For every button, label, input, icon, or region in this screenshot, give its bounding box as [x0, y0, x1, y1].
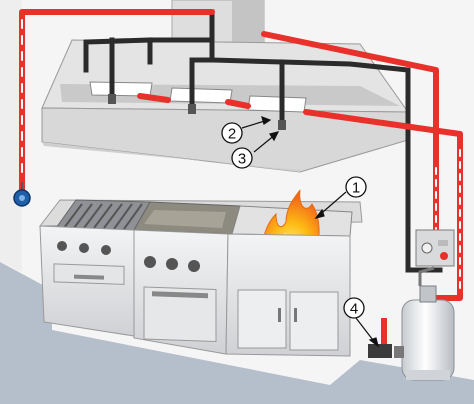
- hood-filter-mid: [169, 87, 233, 104]
- manual-pull-station-icon: [13, 182, 31, 207]
- grill-drawer: [53, 263, 125, 285]
- agent-cylinder-icon: [401, 266, 455, 381]
- callout-1-label: 1: [352, 180, 360, 197]
- fryer-door-handle-left: [278, 308, 281, 322]
- oven-door: [143, 286, 217, 343]
- griddle-top-shine: [144, 210, 226, 228]
- floor: [0, 262, 474, 404]
- callout-3: 3: [231, 147, 253, 169]
- callout-4-label: 4: [350, 301, 358, 318]
- control-panel-icon: [415, 229, 455, 267]
- cylinder-valve: [368, 318, 404, 358]
- grill-drawer-handle: [74, 274, 104, 280]
- grill-knobs: [57, 241, 111, 255]
- detection-line: [19, 9, 463, 301]
- fryer-cabinet-door-right: [289, 291, 339, 351]
- hood-filter-right: [247, 95, 307, 113]
- callout-3-label: 3: [238, 151, 246, 168]
- oven-knobs: [144, 256, 200, 272]
- fryer-door-handle-right: [294, 308, 297, 322]
- nozzle-left: [108, 94, 116, 104]
- callout-2-label: 2: [228, 126, 236, 143]
- nozzle-under-hood: [278, 120, 286, 130]
- callout-leaders: [241, 116, 379, 348]
- callout-1: 1: [345, 176, 367, 198]
- distribution-piping: [83, 9, 443, 273]
- callout-2: 2: [221, 122, 243, 144]
- nozzle-mid: [188, 104, 196, 114]
- oven-door-handle: [152, 291, 208, 299]
- chargrill-grates: [63, 203, 143, 230]
- wall-shade: [0, 0, 22, 272]
- exhaust-duct-inner: [232, 0, 264, 42]
- callout-4: 4: [343, 297, 365, 319]
